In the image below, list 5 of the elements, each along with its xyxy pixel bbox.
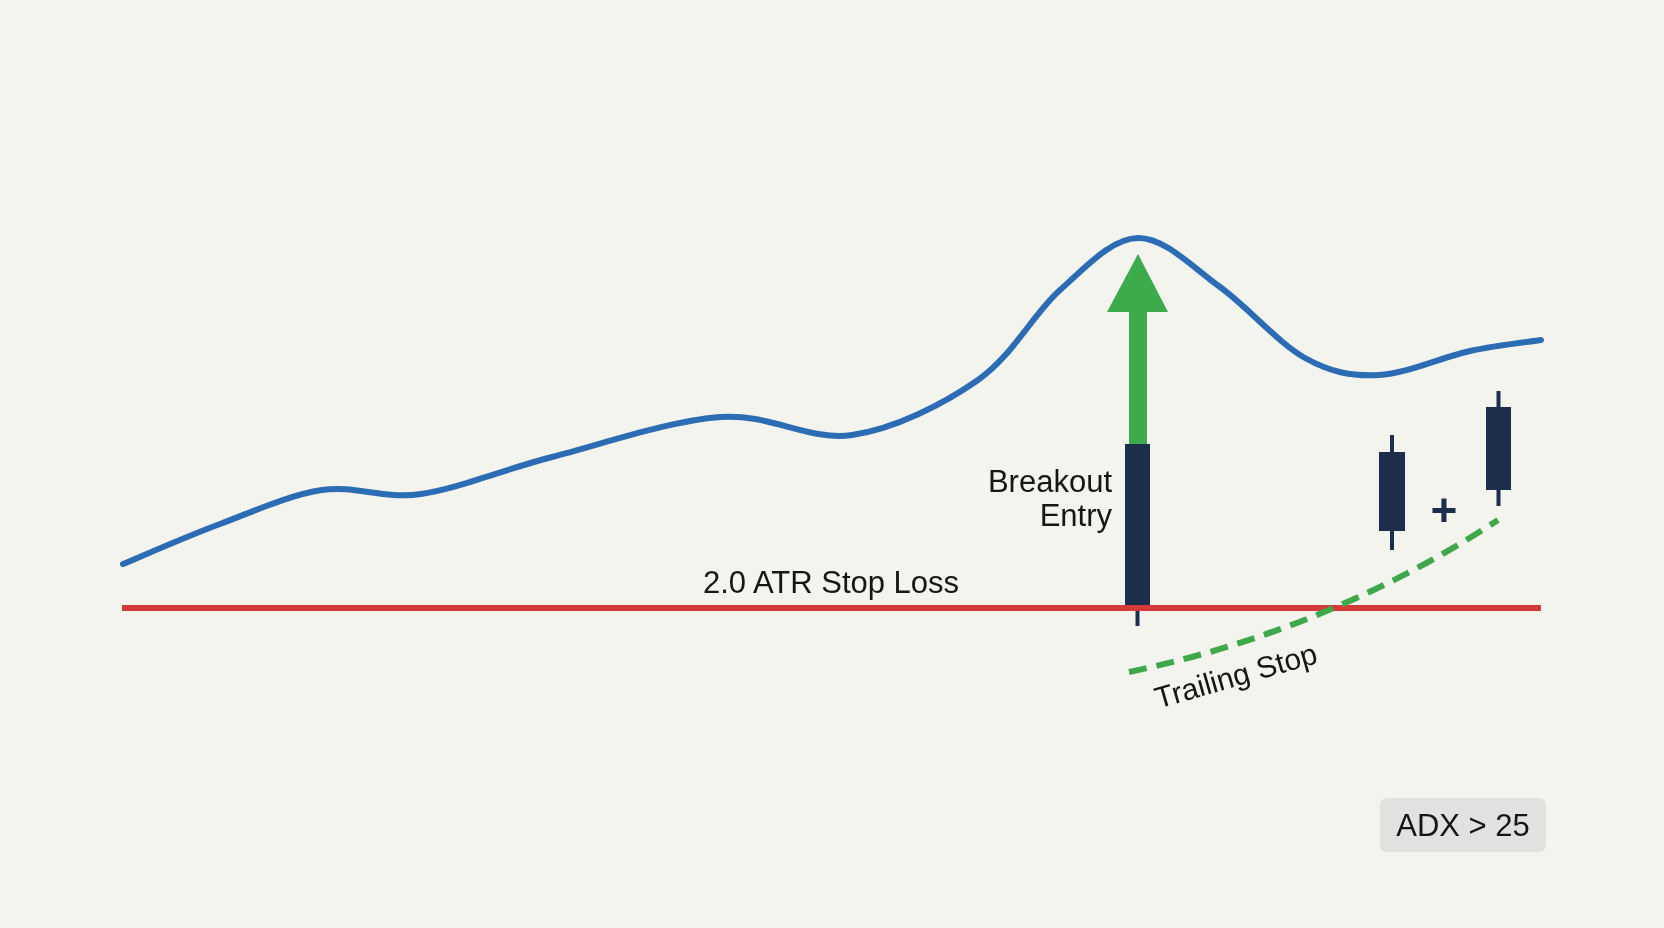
trailing-stop-label: Trailing Stop	[1151, 638, 1321, 714]
stop-loss-label: 2.0 ATR Stop Loss	[702, 567, 960, 598]
condition-badge: ADX > 25	[1380, 798, 1546, 852]
plus-sign: +	[1430, 487, 1458, 533]
candle-label: Breakout Entry	[986, 465, 1112, 533]
